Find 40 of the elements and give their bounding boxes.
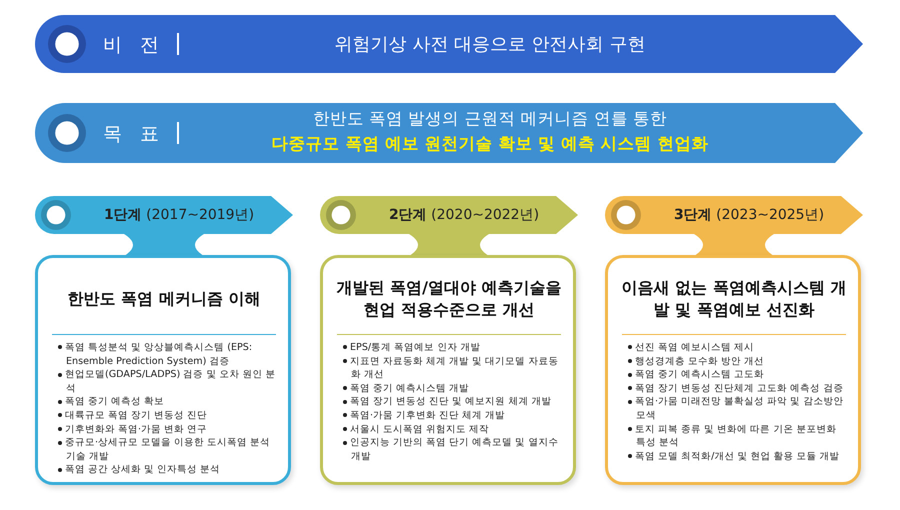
bullet-item: 대륙규모 폭염 장기 변동성 진단	[65, 410, 208, 422]
bullet-item: 행성경계층 모수화 방안 개선	[635, 356, 764, 367]
bullet-item: EPS/통계 폭염예보 인자 개발	[350, 342, 480, 353]
bullet-item: 선진 폭염 예보시스템 제시	[635, 342, 754, 353]
bullet-item: 폭염 중기 예측시스템 고도화	[635, 369, 764, 380]
banner-text: 위험기상 사전 대응으로 안전사회 구현	[334, 33, 646, 56]
arrow-banner	[35, 103, 863, 163]
stage-label: 3단계 (2023~2025년)	[674, 206, 824, 224]
bullet-item: 폭염 장기 변동성 진단체계 고도화 예측성 검증	[635, 382, 844, 394]
arrow-banner	[35, 15, 863, 73]
connector-band	[694, 234, 774, 256]
content-card	[320, 255, 576, 485]
bullet-item: 폭염 특성분석 및 앙상블예측시스템 (EPS: Ensemble Prediction System) 검증	[65, 342, 252, 367]
bullet-item: 현업모델(GDAPS/LADPS) 검증 및 오차 원인 분석	[65, 369, 276, 394]
bullet-item: 폭염 공간 상세화 및 인자특성 분석	[65, 464, 220, 476]
bullet-item: 폭염 중기 예측시스템 개발	[350, 382, 470, 394]
card-title: 개발된 폭염/열대야 예측기술을 현업 적용수준으로 개선	[336, 277, 562, 321]
bullet-item: 지표면 자료동화 체계 개발 및 대기모델 자료동화 개선	[350, 356, 558, 380]
stage-label: 2단계 (2020~2022년)	[388, 206, 540, 224]
banner-label: 목 표	[103, 122, 166, 147]
bullet-item: 폭염 중기 예측성 확보	[65, 396, 164, 408]
card-title: 한반도 폭염 메커니즘 이해	[68, 288, 260, 310]
connector-band	[409, 234, 489, 256]
card-title: 이음새 없는 폭염예측시스템 개발 및 폭염예보 선진화	[620, 277, 848, 321]
content-card	[605, 255, 861, 485]
bullet-item: 인공지능 기반의 폭염 단기 예측모델 및 열지수 개발	[350, 437, 558, 462]
bullet-item: 폭엄·가뭄 미래전망 불확실성 파악 및 감소방안 모색	[635, 396, 844, 422]
bullet-item: 서울시 도시폭염 위험지도 제작	[350, 424, 490, 435]
bullet-item: 중규모·상세규모 모델을 이용한 도시폭염 분석기술 개발	[65, 437, 270, 462]
banner-label: 비 전	[103, 33, 166, 58]
bullet-item: 폭염·가뭄 기후변화 진단 체계 개발	[350, 410, 506, 422]
bullet-item: 폭염 장기 변동성 진단 및 예보지원 체계 개발	[350, 396, 552, 408]
content-card	[35, 255, 291, 485]
connector-band	[124, 234, 204, 256]
stage-label: 1단계 (2017~2019년)	[104, 206, 254, 224]
highlight-text: 다중규모 폭염 예보 원천기술 확보 및 예측 시스템 현업화	[270, 133, 710, 155]
bullet-item: 기후변화와 폭염·가뭄 변화 연구	[65, 424, 208, 435]
bullet-item: 토지 피복 종류 및 변화에 따른 기온 분포변화 특성 분석	[635, 424, 836, 448]
banner-text: 한반도 폭염 발생의 근원적 메커니즘 연를 통한	[312, 108, 668, 130]
bullet-item: 폭염 모델 최적화/개선 및 현업 활용 모듈 개발	[635, 450, 840, 462]
